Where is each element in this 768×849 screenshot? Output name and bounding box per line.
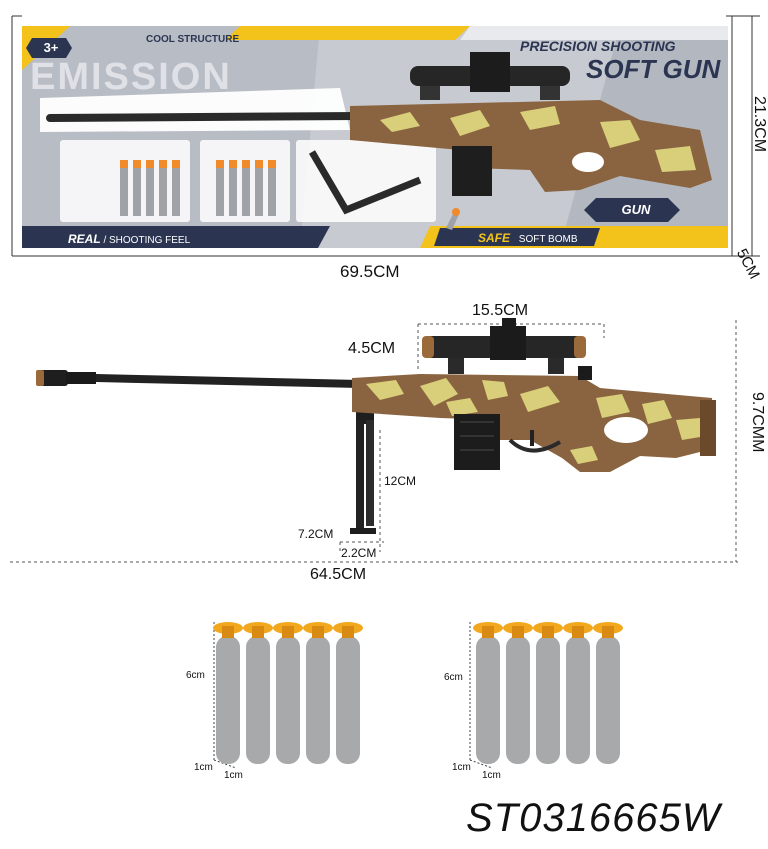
gun-diagram: 64.5CM 9.7CMM 15.5CM 4.5CM 12CM 7.2CM 2.… bbox=[0, 290, 768, 590]
dart-right-width-label: 1cm bbox=[482, 770, 501, 781]
dart-left-depth-label: 1cm bbox=[194, 762, 213, 773]
dart-group-left: 6cm 1cm 1cm bbox=[180, 610, 380, 790]
dart-set-left-art bbox=[213, 622, 363, 769]
dart-left-width-label: 1cm bbox=[224, 770, 243, 781]
safe-rest: SOFT BOMB bbox=[518, 234, 578, 245]
box-width-label: 69.5CM bbox=[340, 262, 400, 281]
emission-watermark: EMISSION bbox=[30, 56, 232, 98]
safe-bold: SAFE bbox=[478, 231, 511, 245]
package-box-art bbox=[11, 15, 760, 257]
real-shooting-feel: REAL / SHOOTING FEEL bbox=[68, 232, 190, 246]
scope-length-label: 15.5CM bbox=[472, 302, 529, 319]
package-box: 3+ COOL STRUCTURE EMISSION PRECISION SHO… bbox=[0, 0, 768, 290]
dart-right-height-label: 6cm bbox=[444, 672, 463, 683]
dart-left-height-label: 6cm bbox=[186, 670, 205, 681]
sku-code: ST0316665W bbox=[466, 796, 721, 840]
dart-right-depth-label: 1cm bbox=[452, 762, 471, 773]
box-height-label: 21.3CM bbox=[751, 96, 768, 153]
gun-illustration bbox=[10, 318, 738, 563]
safe-soft-bomb: SAFE SOFT BOMB bbox=[478, 231, 578, 245]
dart-set-right-art bbox=[469, 622, 623, 769]
scope-height-label: 4.5CM bbox=[348, 340, 396, 357]
real-bold: REAL bbox=[68, 232, 101, 246]
cool-structure-label: COOL STRUCTURE bbox=[146, 34, 240, 45]
gun-length-label: 64.5CM bbox=[310, 566, 367, 583]
gun-height-label: 9.7CMM bbox=[749, 392, 766, 453]
bipod-width-label: 2.2CM bbox=[341, 546, 377, 560]
dart-1 bbox=[213, 622, 243, 764]
bipod-height-label: 12CM bbox=[384, 474, 417, 488]
dart-group-right: 6cm 1cm 1cm bbox=[438, 610, 638, 790]
age-badge: 3+ bbox=[43, 40, 59, 55]
gun-badge-label: GUN bbox=[621, 202, 651, 217]
soft-gun-title: SOFT GUN bbox=[586, 54, 721, 84]
precision-shooting-label: PRECISION SHOOTING bbox=[520, 38, 676, 54]
bipod-foot-label: 7.2CM bbox=[298, 527, 334, 541]
real-rest: / SHOOTING FEEL bbox=[103, 235, 191, 246]
